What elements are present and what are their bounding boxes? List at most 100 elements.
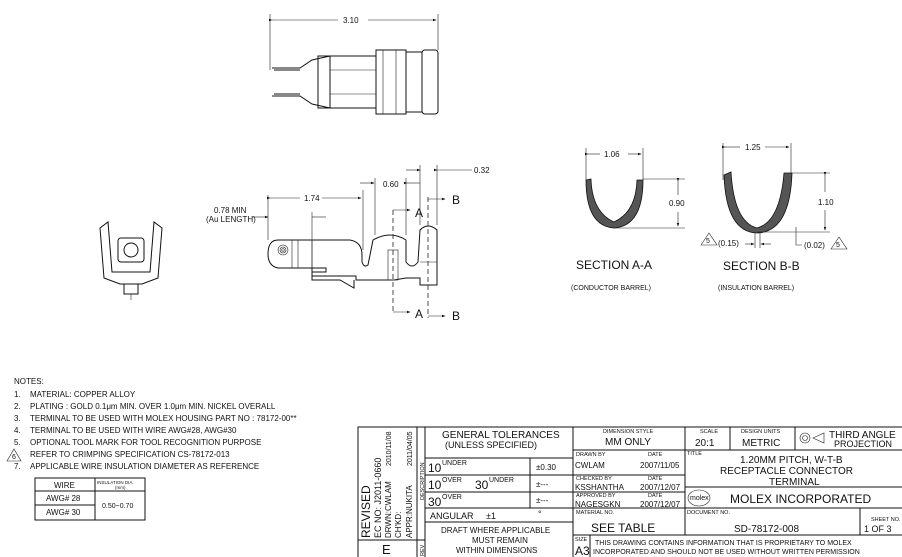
scale: 20:1 (695, 438, 715, 449)
note-item: 5. OPTIONAL TOOL MARK FOR TOOL RECOGNITIO… (14, 438, 261, 447)
insulation-value: 0.50~0.70 (102, 503, 133, 510)
dim-section-b-flat: (0.15) (718, 239, 739, 248)
svg-text:3.: 3. (14, 414, 21, 423)
section-a-title: SECTION A-A (576, 258, 652, 272)
dimension-style: MM ONLY (605, 437, 651, 448)
svg-text:(mm): (mm) (115, 485, 126, 490)
svg-text:±---: ±--- (536, 496, 549, 505)
dim-overall-length: 3.10 (343, 16, 359, 25)
svg-text:±---: ±--- (536, 480, 549, 489)
svg-text:DRAWN BY: DRAWN BY (576, 452, 606, 458)
dim-au-length: 0.78 MIN (214, 206, 247, 215)
svg-text:UNDER: UNDER (489, 477, 514, 484)
dim-barrel-width: 0.32 (474, 166, 490, 175)
molex-logo: molex (687, 489, 711, 507)
svg-text:OVER: OVER (442, 494, 462, 501)
section-marker-b-bottom: B (452, 309, 460, 323)
section-b-title: SECTION B-B (723, 259, 800, 273)
svg-text:CWLAM: CWLAM (575, 461, 605, 470)
note-item: 4.TERMINAL TO BE USED WITH WIRE AWG#28, … (14, 426, 237, 435)
section-a-subtitle: (CONDUCTOR BARREL) (571, 285, 651, 292)
svg-text:KSSHANTHA: KSSHANTHA (575, 483, 625, 492)
svg-text:APPROVED BY: APPROVED BY (576, 493, 616, 499)
revision-letter: E (382, 542, 391, 557)
svg-text:DATE: DATE (648, 476, 663, 482)
end-view (99, 221, 163, 300)
svg-text:WITHIN DIMENSIONS: WITHIN DIMENSIONS (456, 546, 537, 555)
svg-text:RECEPTACLE CONNECTOR: RECEPTACLE CONNECTOR (720, 466, 853, 477)
wire-row: AWG# 28 (46, 494, 81, 503)
dim-section-b-height: 1.10 (818, 198, 834, 207)
svg-text:INCORPORATED AND SHOULD NOT BE: INCORPORATED AND SHOULD NOT BE USED WITH… (593, 549, 860, 556)
material: SEE TABLE (591, 521, 655, 535)
section-b-b: 1.25 1.10 5 (0.15) (0.02) 5 SECTION B-B … (700, 143, 848, 292)
sheet-size: A3 (575, 544, 590, 557)
note-item: 2.PLATING : GOLD 0.1μm MIN. OVER 1.0μm M… (14, 402, 276, 411)
svg-text:METRIC: METRIC (742, 438, 780, 449)
svg-text:5.: 5. (14, 438, 21, 447)
company-name: MOLEX INCORPORATED (730, 492, 871, 506)
svg-text:UNDER: UNDER (442, 460, 467, 467)
drawing-title: 1.20MM PITCH, W-T-B (740, 455, 843, 466)
note-item: 1.MATERIAL: COPPER ALLOY (14, 390, 136, 399)
svg-text:2010/11/08: 2010/11/08 (386, 431, 393, 466)
wire-table: WIRE INSULATION DIA. (mm) AWG# 28 AWG# 3… (34, 477, 146, 521)
svg-text:THIRD ANGLE: THIRD ANGLE (829, 430, 896, 441)
svg-text:MATERIAL NO.: MATERIAL NO. (576, 510, 615, 516)
svg-text:molex: molex (690, 495, 709, 502)
svg-text:TERMINAL: TERMINAL (769, 477, 820, 488)
svg-text:REFER TO CRIMPING SPECIFICATIO: REFER TO CRIMPING SPECIFICATION CS-78172… (30, 450, 230, 459)
svg-text:TITLE: TITLE (687, 451, 702, 457)
svg-text:±1: ±1 (486, 511, 496, 521)
dim-section-a-height: 0.90 (669, 199, 685, 208)
svg-text:DRWN:CWLAM: DRWN:CWLAM (384, 481, 393, 538)
note-ref-triangle-left: 5 (706, 238, 710, 245)
svg-text:OVER: OVER (442, 477, 462, 484)
svg-text:DATE: DATE (648, 493, 663, 499)
svg-text:THIS DRAWING CONTAINS INFORMAT: THIS DRAWING CONTAINS INFORMATION THAT I… (595, 540, 852, 547)
svg-text:PLATING : GOLD 0.1μm MIN. OVER: PLATING : GOLD 0.1μm MIN. OVER 1.0μm MIN… (30, 402, 276, 411)
svg-text:DOCUMENT NO.: DOCUMENT NO. (687, 510, 730, 516)
notes: NOTES: 1.MATERIAL: COPPER ALLOY 2.PLATIN… (6, 377, 297, 471)
svg-text:6: 6 (12, 454, 16, 461)
svg-text:DRAFT WHERE APPLICABLE: DRAFT WHERE APPLICABLE (441, 526, 550, 535)
svg-text:PROJECTION: PROJECTION (834, 439, 892, 449)
note-item: 3. TERMINAL TO BE USED WITH MOLEX HOUSING… (14, 414, 297, 423)
svg-text:°: ° (538, 509, 542, 519)
svg-text:10: 10 (428, 478, 442, 492)
svg-text:30: 30 (475, 478, 489, 492)
dim-au-length-label: (Au LENGTH) (206, 215, 256, 224)
svg-text:4.: 4. (14, 426, 21, 435)
svg-text:±0.30: ±0.30 (536, 463, 557, 472)
svg-text:WIRE: WIRE (54, 481, 75, 490)
wire-row: AWG# 30 (46, 508, 81, 517)
svg-text:APPR:NUKITA: APPR:NUKITA (405, 485, 414, 538)
section-b-subtitle: (INSULATION BARREL) (718, 285, 794, 292)
svg-text:REVISED: REVISED (359, 485, 373, 538)
dim-barrel-gap: 0.60 (383, 180, 399, 189)
revision-strip: REVISED EC NO: J2011-0660 DRWN:CWLAM CH'… (359, 431, 426, 557)
svg-text:MATERIAL: COPPER ALLOY: MATERIAL: COPPER ALLOY (30, 390, 136, 399)
sheet-number: 1 OF 3 (864, 524, 892, 534)
svg-text:SCALE: SCALE (700, 429, 718, 435)
svg-text:10: 10 (428, 461, 442, 475)
svg-text:SHEET NO.: SHEET NO. (871, 517, 901, 523)
section-marker-a-top: A (415, 206, 423, 220)
dim-section-a-width: 1.06 (604, 150, 620, 159)
svg-text:2007/11/05: 2007/11/05 (640, 461, 680, 470)
section-a-a: 1.06 0.90 SECTION A-A (INSULATION BARREL… (571, 148, 685, 292)
svg-text:30: 30 (428, 495, 442, 509)
svg-text:(UNLESS SPECIFIED): (UNLESS SPECIFIED) (445, 440, 537, 450)
note-item: 6 REFER TO CRIMPING SPECIFICATION CS-7817… (6, 448, 230, 462)
top-view: 3.10 (269, 14, 439, 115)
svg-text:TERMINAL TO BE USED WITH MOLEX: TERMINAL TO BE USED WITH MOLEX HOUSING P… (30, 414, 297, 423)
svg-text:2007/12/07: 2007/12/07 (640, 483, 681, 492)
svg-text:DATE: DATE (648, 452, 663, 458)
svg-text:ANGULAR: ANGULAR (430, 511, 474, 521)
svg-text:OPTIONAL TOOL MARK FOR TOOL RE: OPTIONAL TOOL MARK FOR TOOL RECOGNITION … (30, 438, 261, 447)
dim-section-b-offset: (0.02) (804, 241, 825, 250)
third-angle-projection-icon (799, 432, 825, 444)
tolerances: GENERAL TOLERANCES (UNLESS SPECIFIED) 10… (428, 430, 560, 555)
svg-text:REV: REV (420, 544, 426, 556)
svg-text:APPLICABLE WIRE INSULATION DIA: APPLICABLE WIRE INSULATION DIAMETER AS R… (30, 462, 259, 471)
